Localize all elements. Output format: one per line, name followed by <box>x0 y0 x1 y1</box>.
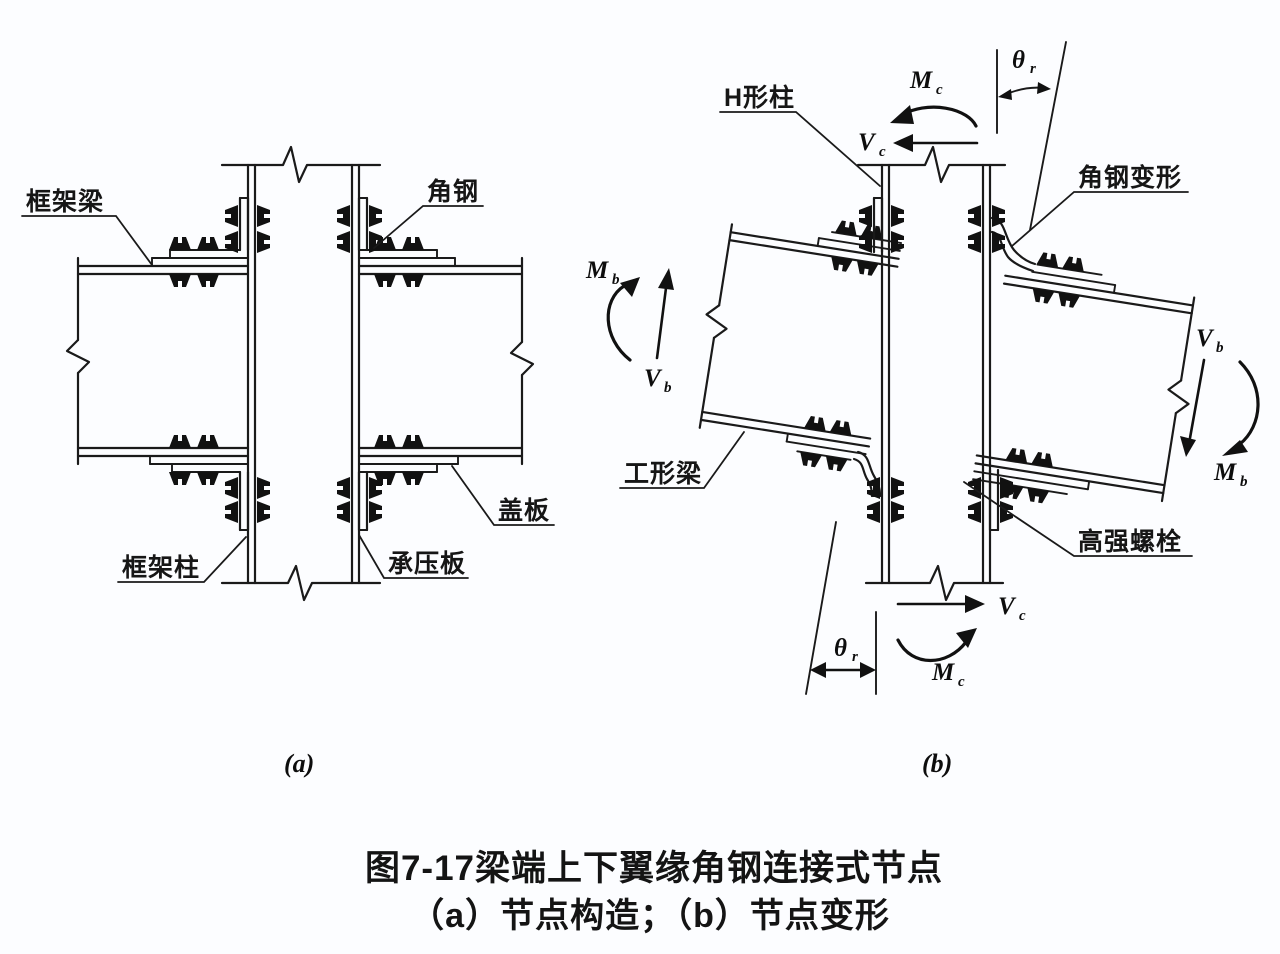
Mb-left-sub: b <box>612 272 620 288</box>
label-angle-steel: 角钢 <box>373 178 484 249</box>
bolt-cluster-beam-top-left-a <box>169 237 219 287</box>
moment-arrow-column-top: M c <box>890 67 978 128</box>
Vb-left-sub: b <box>664 380 672 396</box>
shear-arrow-column-bottom: V c <box>896 593 1026 624</box>
h-column-b <box>856 145 1007 602</box>
Mb-right-symbol: M <box>1213 459 1237 486</box>
Mb-left-symbol: M <box>585 257 609 284</box>
bearing-plate-text: 承压板 <box>388 550 466 578</box>
rotation-angle-top: θ r <box>996 41 1067 231</box>
cover-plates-a <box>149 257 459 465</box>
theta-bottom-symbol: θ <box>834 635 847 662</box>
bolt-cluster-beam-bottom-left-a <box>169 435 219 485</box>
label-angle-deformation: 角钢变形 <box>1011 163 1189 247</box>
label-i-beam: 工形梁 <box>619 431 745 489</box>
label-h-column: H形柱 <box>719 84 881 187</box>
theta-top-symbol: θ <box>1012 47 1025 74</box>
frame-beam-text: 框架梁 <box>26 187 104 216</box>
shear-arrow-column-top: V c <box>858 129 979 160</box>
column-top-break <box>856 145 1007 184</box>
Vc-bottom-sub: c <box>1019 608 1026 624</box>
column-top-break <box>220 145 382 184</box>
tag-a: (a) <box>284 749 314 778</box>
shear-arrow-beam-right: V b <box>1180 325 1224 457</box>
Mb-right-sub: b <box>1240 474 1248 490</box>
angle-steel-top-left-a <box>169 196 250 259</box>
Vb-right-sub: b <box>1216 340 1224 356</box>
diagram-b: H形柱 角钢变形 工形梁 高强螺栓 M c V c <box>585 41 1260 778</box>
Vb-right-symbol: V <box>1196 325 1215 352</box>
i-beam-right-b <box>972 263 1196 503</box>
label-frame-column: 框架柱 <box>117 536 247 583</box>
frame-column-text: 框架柱 <box>122 554 200 582</box>
bolt-cluster-column-bottom-left-b <box>867 477 904 523</box>
bolt-cluster-beam-bottom-right-a <box>374 435 424 485</box>
beam-break <box>1167 379 1190 415</box>
cover-plate-text: 盖板 <box>498 496 550 525</box>
beam-break <box>509 340 535 377</box>
Mc-bottom-sub: c <box>958 674 965 690</box>
Vb-left-symbol: V <box>644 365 663 392</box>
moment-arrow-beam-right: M b <box>1213 360 1260 490</box>
shear-arrow-beam-left: V b <box>644 268 674 396</box>
i-beam-left-b <box>698 223 903 461</box>
caption-line2: （a）节点构造；（b）节点变形 <box>410 896 890 935</box>
Mc-top-symbol: M <box>909 67 933 94</box>
figure-caption: 图7-17梁端上下翼缘角钢连接式节点 （a）节点构造；（b）节点变形 <box>365 849 943 935</box>
label-high-strength-bolt: 高强螺栓 <box>963 481 1193 557</box>
moment-arrow-beam-left: M b <box>585 257 640 362</box>
theta-top-sub: r <box>1030 61 1036 77</box>
Vc-top-symbol: V <box>858 129 877 156</box>
Mc-bottom-symbol: M <box>931 659 955 686</box>
label-cover-plate: 盖板 <box>451 465 555 526</box>
beam-break <box>65 338 91 375</box>
Mc-top-sub: c <box>936 82 943 98</box>
angle-steel-bottom-right-a <box>357 463 438 532</box>
Vc-bottom-symbol: V <box>998 593 1017 620</box>
angle-steel-top-left-b <box>872 196 884 254</box>
rotated-beams-b <box>698 219 1196 505</box>
beam-break <box>705 304 728 339</box>
rotation-angle-bottom: θ r <box>805 521 877 695</box>
angle-deformation-text: 角钢变形 <box>1078 163 1182 192</box>
frame-beam-right-a <box>357 256 535 466</box>
label-frame-beam: 框架梁 <box>21 187 153 266</box>
frame-beam-left-a <box>65 256 250 466</box>
tag-b: (b) <box>922 749 952 778</box>
i-beam-text: 工形梁 <box>624 459 702 488</box>
caption-line1: 图7-17梁端上下翼缘角钢连接式节点 <box>365 849 943 888</box>
column-bottom-break <box>864 564 1005 602</box>
bolt-cluster-beam-top-right-a <box>374 237 424 287</box>
label-bearing-plate: 承压板 <box>358 534 469 579</box>
frame-column-a <box>220 145 382 602</box>
angle-steel-text: 角钢 <box>427 178 479 206</box>
Vc-top-sub: c <box>879 144 886 160</box>
moment-arrow-column-bottom: M c <box>896 628 977 690</box>
bolt-cluster-column-top-right-b <box>968 205 1005 253</box>
theta-bottom-sub: r <box>852 649 858 665</box>
diagram-a: 框架梁 角钢 盖板 框架柱 承压板 (a) <box>21 145 555 778</box>
high-strength-bolt-text: 高强螺栓 <box>1078 527 1182 556</box>
h-column-text: H形柱 <box>724 84 795 112</box>
column-bottom-break <box>220 564 382 602</box>
